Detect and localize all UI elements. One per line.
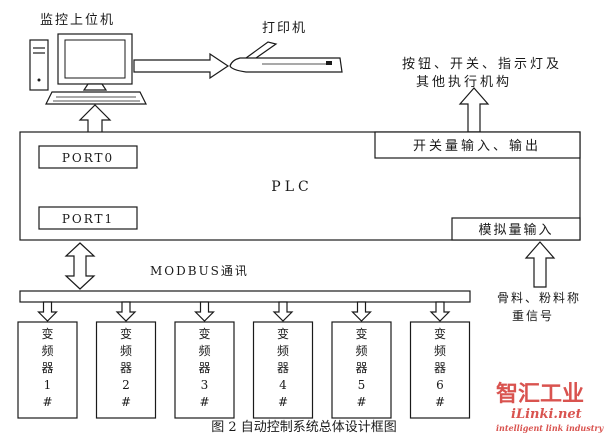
bus-to-inverter-6-arrow bbox=[429, 301, 451, 322]
inverter-5: 变频器 5 # bbox=[331, 321, 392, 419]
inverter-box bbox=[17, 321, 78, 419]
bus-to-inverter-2-arrow bbox=[115, 301, 137, 322]
plc-modbus-arrow bbox=[64, 242, 96, 290]
monitor-pc-label: 监控上位机 bbox=[40, 13, 115, 28]
inverter-label-num: 2 bbox=[122, 378, 130, 392]
inverter-label-l2: 频 bbox=[41, 344, 53, 358]
watermark-brand: 智汇工业 bbox=[496, 381, 584, 407]
inverter-label-hash: # bbox=[356, 395, 366, 409]
inverter-label-l2: 频 bbox=[434, 344, 446, 358]
inverter-label-l3: 器 bbox=[41, 361, 53, 375]
weighing-signal-arrow bbox=[524, 241, 556, 288]
inverter-box bbox=[409, 321, 471, 419]
bus-drop-arrows bbox=[37, 301, 451, 322]
bus-to-inverter-4-arrow bbox=[272, 301, 294, 322]
inverter-label-hash: # bbox=[199, 395, 209, 409]
bus-to-inverter-3-arrow bbox=[194, 301, 215, 322]
brand-watermark: 智汇工业 iLinki.net intelligent link industr… bbox=[496, 381, 605, 433]
inverter-label-num: 1 bbox=[44, 378, 52, 392]
inverter-6: 变频器 6 # bbox=[409, 321, 471, 419]
inverter-label-l2: 频 bbox=[198, 344, 210, 358]
inverter-label-l3: 器 bbox=[277, 361, 289, 375]
inverter-label-num: 6 bbox=[436, 378, 444, 392]
outputs-label-line1: 按钮、开关、指示灯及 bbox=[402, 57, 562, 72]
inverter-label-num: 3 bbox=[201, 378, 209, 392]
modbus-bus-bar bbox=[19, 290, 471, 303]
switch-io-box bbox=[374, 131, 581, 159]
bus-to-inverter-5-arrow bbox=[351, 301, 372, 322]
printer-icon bbox=[229, 41, 343, 73]
inverter-label-l1: 变 bbox=[355, 326, 367, 341]
watermark-tagline: intelligent link industry bbox=[496, 423, 605, 433]
figure-caption: 图 2 自动控制系统总体设计框图 bbox=[211, 420, 397, 435]
inverter-label-l2: 频 bbox=[120, 344, 132, 358]
inverter-label-l2: 频 bbox=[355, 344, 367, 358]
monitor-pc-icon bbox=[29, 33, 147, 105]
analog-input-label: 模拟量输入 bbox=[478, 222, 553, 238]
inverter-label-hash: # bbox=[42, 395, 52, 409]
port0-label: PORT0 bbox=[62, 151, 114, 165]
inverter-box bbox=[252, 321, 314, 419]
modbus-label: MODBUS通讯 bbox=[150, 264, 249, 278]
inverter-2: 变频器 2 # bbox=[95, 321, 157, 419]
inverter-label-num: 4 bbox=[279, 378, 287, 392]
port1-box bbox=[38, 206, 138, 230]
inverter-label-l1: 变 bbox=[198, 326, 210, 341]
signals-label-line1: 骨料、粉料称 bbox=[497, 291, 581, 305]
inverter-label-hash: # bbox=[435, 395, 445, 409]
inverter-4: 变频器 4 # bbox=[252, 321, 314, 419]
inverter-label-l3: 器 bbox=[120, 361, 132, 375]
inverter-label-num: 5 bbox=[358, 378, 366, 392]
outputs-label-line2: 其他执行机构 bbox=[416, 75, 512, 90]
inverter-3: 变频器 3 # bbox=[174, 321, 235, 419]
port0-box bbox=[38, 145, 138, 169]
inverter-label-l1: 变 bbox=[41, 326, 53, 341]
inverter-label-l1: 变 bbox=[277, 326, 289, 341]
inverter-label-l3: 器 bbox=[434, 361, 446, 375]
bus-to-inverter-1-arrow bbox=[37, 301, 58, 322]
inverter-label-l2: 频 bbox=[277, 344, 289, 358]
inverter-box bbox=[331, 321, 392, 419]
switch-io-label: 开关量输入、输出 bbox=[413, 138, 541, 154]
port1-label: PORT1 bbox=[62, 212, 114, 226]
inverter-label-l3: 器 bbox=[355, 361, 367, 375]
printer-label: 打印机 bbox=[262, 21, 307, 36]
plc-label: PLC bbox=[271, 179, 312, 195]
plc-to-outputs-arrow bbox=[458, 87, 490, 133]
signals-label-line2: 重信号 bbox=[512, 309, 554, 323]
inverter-box bbox=[95, 321, 157, 419]
analog-input-box bbox=[451, 217, 581, 241]
pc-to-printer-arrow bbox=[133, 52, 230, 80]
inverter-label-l1: 变 bbox=[434, 326, 446, 341]
inverter-box bbox=[174, 321, 235, 419]
inverter-label-l1: 变 bbox=[120, 326, 132, 341]
watermark-site: iLinki.net bbox=[511, 407, 582, 422]
inverter-1: 变频器 1 # bbox=[17, 321, 78, 419]
inverter-label-l3: 器 bbox=[198, 361, 210, 375]
inverter-label-hash: # bbox=[121, 395, 131, 409]
inverter-label-hash: # bbox=[278, 395, 288, 409]
